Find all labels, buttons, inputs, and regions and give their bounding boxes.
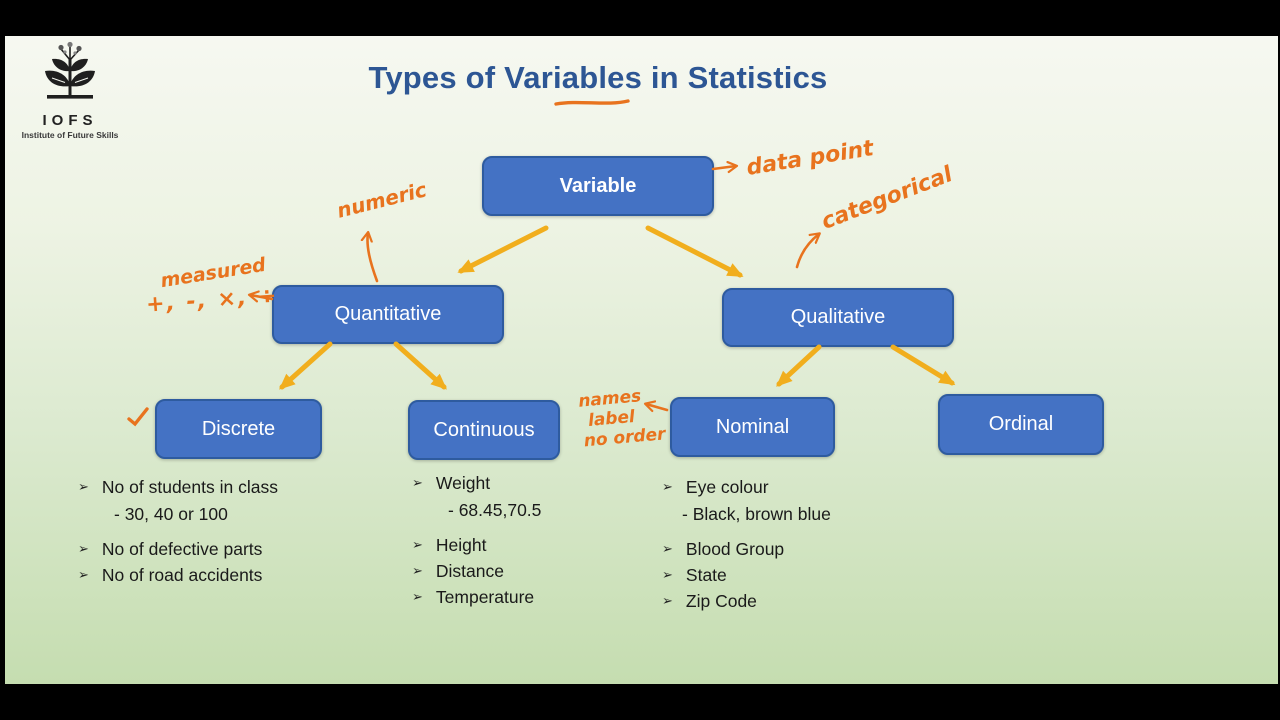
arrowhead-bullet-icon: ➢: [78, 567, 89, 582]
list-item-text: Height: [435, 535, 487, 555]
page-title: Types of Variables in Statistics: [368, 60, 828, 95]
node-discrete: Discrete: [155, 399, 322, 459]
list-item: ➢ No of defective parts: [78, 536, 408, 562]
node-qualitative: Qualitative: [722, 288, 954, 347]
list-item-text: No of road accidents: [101, 565, 263, 585]
list-item-text: Temperature: [435, 587, 535, 607]
list-item-text: Eye colour: [685, 477, 769, 497]
continuous-examples: ➢ Weight - 68.45,70.5 ➢ Height ➢ Distanc…: [412, 470, 662, 610]
list-item-text: State: [685, 565, 727, 585]
list-item-text: Zip Code: [685, 591, 757, 611]
list-subitem: - 30, 40 or 100: [114, 504, 228, 524]
logo-acronym: IOFS: [42, 112, 98, 129]
arrowhead-bullet-icon: ➢: [662, 541, 673, 556]
arrowhead-bullet-icon: ➢: [662, 593, 673, 608]
arrowhead-bullet-icon: ➢: [78, 541, 89, 556]
node-nominal: Nominal: [670, 397, 835, 457]
list-item: ➢ Temperature: [412, 584, 662, 610]
list-item: ➢ Weight: [412, 470, 662, 496]
list-subitem: - Black, brown blue: [682, 504, 831, 524]
list-item: ➢ Zip Code: [662, 588, 912, 614]
logo-tagline: Institute of Future Skills: [21, 130, 119, 140]
arrowhead-bullet-icon: ➢: [662, 567, 673, 582]
arrowhead-bullet-icon: ➢: [662, 479, 673, 494]
list-item: ➢ Height: [412, 532, 662, 558]
plant-icon: [45, 41, 95, 99]
list-item: ➢ No of road accidents: [78, 562, 408, 588]
arrowhead-bullet-icon: ➢: [412, 563, 423, 578]
list-item: ➢ State: [662, 562, 912, 588]
arrowhead-bullet-icon: ➢: [412, 589, 423, 604]
list-item-text: Weight: [435, 473, 491, 493]
list-item: ➢ Eye colour: [662, 474, 912, 500]
nominal-examples: ➢ Eye colour - Black, brown blue ➢ Blood…: [662, 474, 912, 614]
arrowhead-bullet-icon: ➢: [412, 537, 423, 552]
list-item-text: Distance: [435, 561, 504, 581]
arrowhead-bullet-icon: ➢: [78, 479, 89, 494]
arrowhead-bullet-icon: ➢: [412, 475, 423, 490]
node-variable: Variable: [482, 156, 714, 216]
list-item-text: Blood Group: [685, 539, 785, 559]
discrete-examples: ➢ No of students in class - 30, 40 or 10…: [78, 474, 408, 588]
list-item-text: No of students in class: [101, 477, 278, 497]
list-item: ➢ Blood Group: [662, 536, 912, 562]
node-quantitative: Quantitative: [272, 285, 504, 344]
list-item: ➢ No of students in class: [78, 474, 408, 500]
list-subitem: - 68.45,70.5: [448, 500, 542, 520]
node-continuous: Continuous: [408, 400, 560, 460]
list-item: ➢ Distance: [412, 558, 662, 584]
annotation-nominal-note: names label no order: [578, 384, 667, 451]
slide-background: [5, 36, 1278, 684]
iofs-logo: IOFS Institute of Future Skills: [14, 40, 126, 140]
list-item-text: No of defective parts: [101, 539, 263, 559]
node-ordinal: Ordinal: [938, 394, 1104, 455]
